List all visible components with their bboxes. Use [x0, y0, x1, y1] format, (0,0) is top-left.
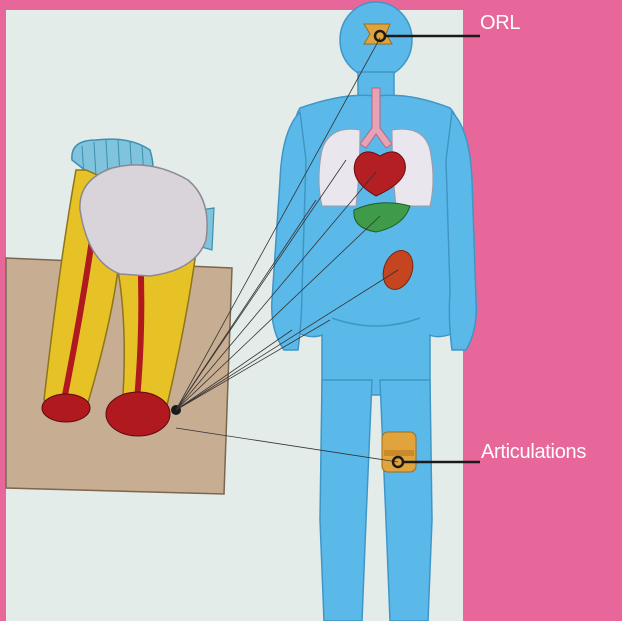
jaw-bone-block — [6, 258, 232, 494]
orl-label: ORL — [480, 12, 520, 35]
articulations-label: Articulations — [481, 441, 586, 464]
